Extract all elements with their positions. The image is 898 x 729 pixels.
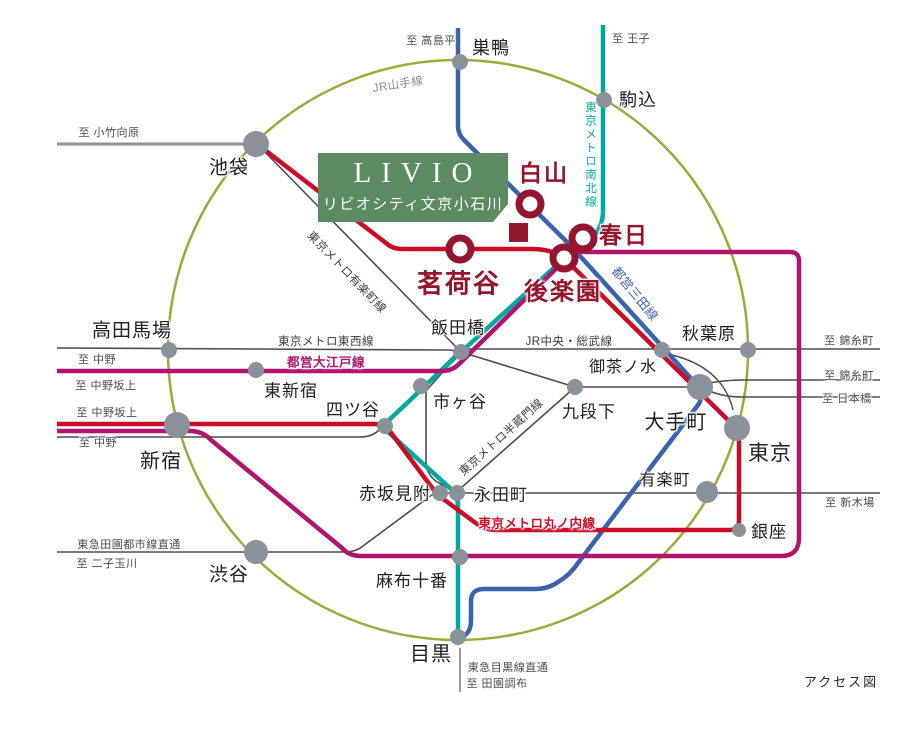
- edge-label-nakanosakaue-oedo: 至 中野坂上: [75, 380, 137, 392]
- station-label-ochanomizu: 御茶ノ水: [588, 359, 658, 376]
- station-label-yotsuya: 四ツ谷: [326, 400, 380, 420]
- station-label-ikebukuro: 池袋: [208, 157, 250, 179]
- oedo-line-label: 都営大江戸線: [286, 355, 366, 370]
- station-label-higashishinjuku: 東新宿: [264, 381, 318, 401]
- station-label-takadanobaba: 高田馬場: [91, 320, 173, 342]
- station-label-akasakamitsuke: 赤坂見附: [359, 484, 431, 504]
- edge-label-kotakemukaihara: 至 小竹向原: [78, 127, 140, 139]
- highlight-rings: [445, 189, 598, 273]
- edge-label-nakanosakaue-marunouchi: 至 中野坂上: [76, 407, 138, 419]
- station-dot-yotsuya: [377, 418, 393, 434]
- chuo-line-tokyo-connector: [662, 352, 734, 411]
- edge-label-takashimadaira: 至 高島平: [406, 35, 456, 47]
- station-dot-sugamo: [452, 54, 468, 70]
- station-label-iidabashi: 飯田橋: [431, 318, 485, 338]
- station-dot-kudanshita: [567, 379, 583, 395]
- edge-label-kinshicho-hanzomon: 至 錦糸町: [824, 370, 874, 382]
- station-label-shibuya: 渋谷: [208, 564, 250, 586]
- station-label-yurakucho: 有楽町: [639, 472, 691, 489]
- station-label-ginza: 銀座: [751, 522, 787, 542]
- station-label-sugamo: 巣鴨: [472, 38, 510, 58]
- logo-plate: [318, 153, 508, 222]
- station-dot-ginza: [732, 523, 746, 537]
- station-dot-takadanobaba: [161, 342, 177, 358]
- station-label-ichigaya: 市ヶ谷: [433, 392, 487, 412]
- edge-label-denentoshi: 東急田園都市線直通: [77, 539, 181, 551]
- logo-subtitle: リビオシティ文京小石川: [322, 196, 504, 213]
- station-label-otemachi: 大手町: [644, 411, 708, 434]
- station-ring-korakuen: [549, 243, 579, 273]
- highlight-label-korakuen: 後楽園: [524, 279, 602, 306]
- station-label-kudanshita: 九段下: [562, 402, 616, 422]
- station-dot-ochanomizu: [654, 342, 670, 358]
- station-dot-higashishinjuku: [248, 362, 264, 378]
- edge-label-nakano-tozai: 至 中野: [77, 354, 117, 366]
- station-dots: [161, 54, 756, 645]
- highlight-label-hakusan: 白山: [519, 161, 569, 186]
- oedo-line: [57, 249, 802, 559]
- station-dot-ichigaya: [413, 378, 429, 394]
- chuo-sobu-line-label: JR中央・総武線: [525, 336, 613, 348]
- map-caption: アクセス図: [803, 674, 879, 690]
- edge-label-kinshicho-sobu: 至 錦糸町: [824, 335, 874, 347]
- edge-label-denenchofu: 至 田園調布: [466, 678, 528, 690]
- edge-label-futakotamagawa: 至 二子玉川: [76, 558, 138, 570]
- station-label-komagome: 駒込: [619, 90, 657, 110]
- station-dot-shinjuku: [164, 412, 190, 438]
- station-dot-komagome: [596, 92, 612, 108]
- station-label-shinjuku: 新宿: [140, 450, 182, 473]
- marunouchi-line-label: 東京メトロ丸ノ内線: [478, 516, 596, 531]
- station-label-tokyo: 東京: [748, 441, 792, 465]
- station-dot-shibuya: [244, 540, 268, 564]
- station-dot-ikebukuro: [243, 131, 269, 157]
- edge-label-nakano-chuo: 至 中野: [78, 437, 118, 449]
- station-dot-otemachi: [687, 374, 713, 400]
- edge-label-oji: 至 王子: [611, 33, 651, 45]
- edge-label-meguro-through: 東急目黒線直通: [467, 662, 549, 674]
- logo-block: LIVIO リビオシティ文京小石川: [318, 157, 508, 214]
- yurakucho-line: [261, 148, 880, 494]
- property-location-marker: [509, 223, 528, 242]
- highlight-label-kasuga: 春日: [599, 223, 649, 248]
- namboku-line-label: 東京メトロ南北線: [584, 101, 596, 209]
- station-ring-kasuga: [568, 223, 598, 253]
- tozai-line-label: 東京メトロ東西線: [278, 336, 374, 348]
- edge-label-shinkiba: 至 新木場: [825, 497, 875, 509]
- station-dot-nagatacho: [449, 485, 465, 501]
- station-label-nagatacho: 永田町: [474, 485, 528, 505]
- highlight-label-myogadani: 茗荷谷: [416, 269, 502, 299]
- logo-name: LIVIO: [353, 157, 483, 189]
- station-ring-hakusan: [515, 189, 545, 219]
- station-dot-iidabashi: [453, 344, 469, 360]
- station-dot-akihabara: [740, 342, 756, 358]
- edge-label-nihombashi: 至 日本橋: [822, 393, 872, 405]
- station-dot-akasakamitsuke: [432, 485, 448, 501]
- station-dot-tokyo: [724, 415, 750, 441]
- station-label-azabujuban: 麻布十番: [376, 571, 448, 591]
- station-dot-meguro: [450, 629, 466, 645]
- station-label-akihabara: 秋葉原: [682, 324, 736, 344]
- station-dot-azabujuban: [452, 549, 468, 565]
- station-dot-yurakucho: [696, 481, 718, 503]
- station-ring-myogadani: [445, 234, 475, 264]
- station-label-meguro: 目黒: [410, 643, 452, 666]
